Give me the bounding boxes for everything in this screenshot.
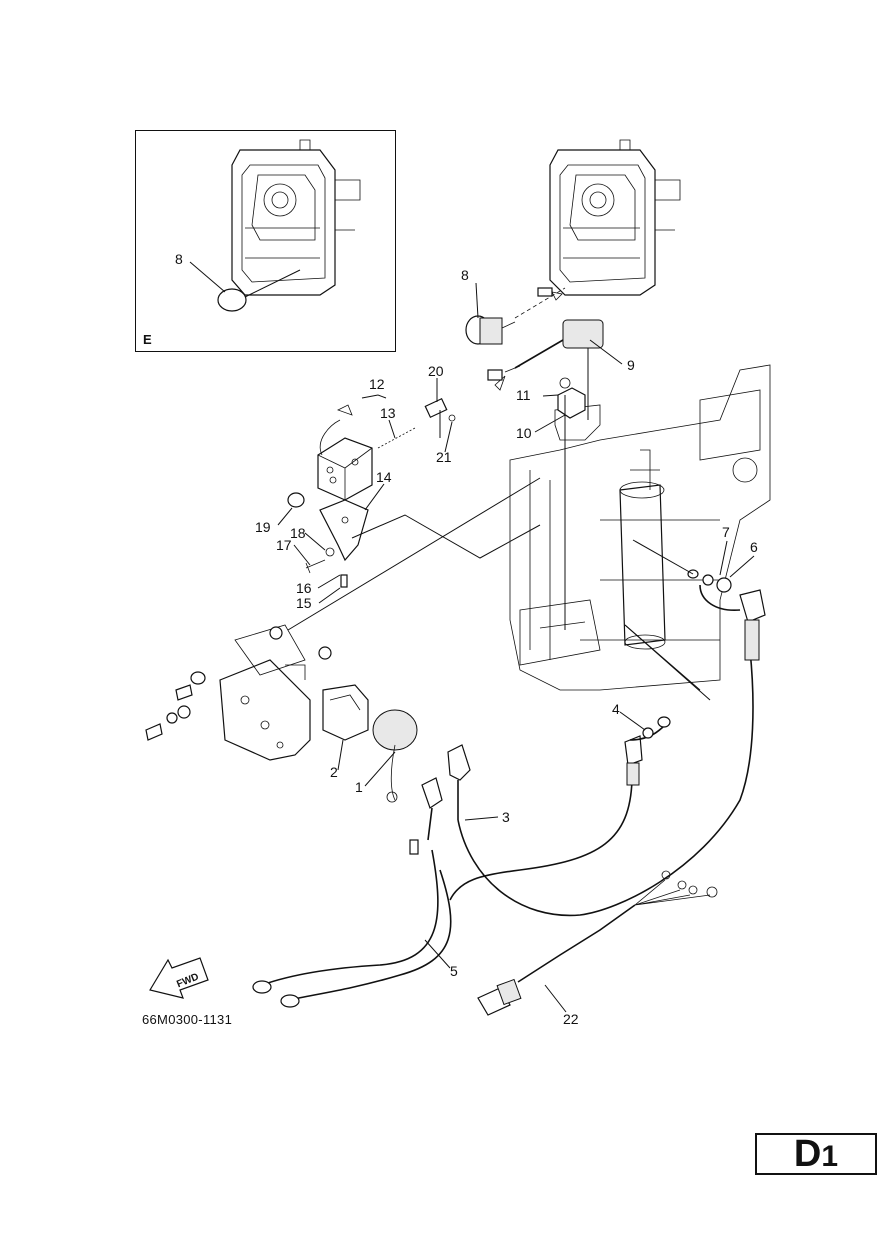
callout-15: 15 <box>296 595 312 611</box>
callout-11: 11 <box>516 387 531 403</box>
callout-8-inset: 8 <box>175 251 183 267</box>
callout-13: 13 <box>380 405 396 421</box>
callout-16: 16 <box>296 580 312 596</box>
callout-1: 1 <box>355 779 363 795</box>
page-tag: D1 <box>755 1133 877 1175</box>
callout-7: 7 <box>722 524 730 540</box>
relay-assembly-drawing <box>287 397 456 588</box>
callout-leaders <box>277 282 755 1013</box>
part-code: 66M0300-1131 <box>142 1012 233 1027</box>
engine-block-drawing <box>509 348 771 691</box>
harness-22-drawing <box>477 870 718 1016</box>
main-housing-drawing <box>549 139 681 296</box>
callout-10: 10 <box>516 425 532 441</box>
forward-arrow <box>149 957 209 999</box>
page-tag-number: 1 <box>821 1140 839 1173</box>
callout-6: 6 <box>750 539 758 555</box>
callout-14: 14 <box>376 469 392 485</box>
switch-assembly-drawing <box>465 287 604 391</box>
callout-20: 20 <box>428 363 444 379</box>
callout-8: 8 <box>461 267 469 283</box>
callout-4: 4 <box>612 701 620 717</box>
callout-9: 9 <box>627 357 635 373</box>
callout-3: 3 <box>502 809 510 825</box>
callout-12: 12 <box>369 376 385 392</box>
callout-22: 22 <box>563 1011 579 1027</box>
callout-18: 18 <box>290 525 306 541</box>
inset-housing-drawing <box>189 139 361 312</box>
callout-5: 5 <box>450 963 458 979</box>
callout-21: 21 <box>436 449 452 465</box>
callout-19: 19 <box>255 519 271 535</box>
page-tag-letter: D <box>793 1133 822 1175</box>
callout-17: 17 <box>276 537 292 553</box>
inset-frame <box>135 130 396 352</box>
wiring-harness-drawing <box>252 539 766 1008</box>
bracket-drawing <box>145 624 471 855</box>
callout-2: 2 <box>330 764 338 780</box>
guide-lines <box>287 410 541 631</box>
inset-letter: E <box>143 332 152 347</box>
